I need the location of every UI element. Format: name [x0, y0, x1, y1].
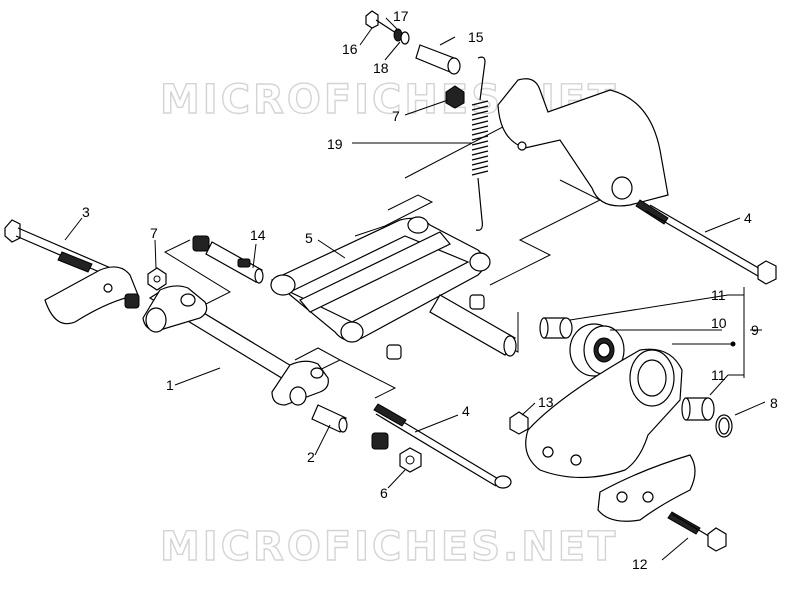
part-bolt-3 — [4, 219, 140, 325]
part-bushings-lower — [371, 344, 402, 450]
callout-18: 18 — [373, 60, 389, 76]
callout-6: 6 — [380, 485, 388, 501]
callout-10: 10 — [711, 315, 727, 331]
callout-11-top: 11 — [711, 287, 726, 303]
callout-4-lower: 4 — [462, 403, 470, 419]
callout-7-left: 7 — [150, 225, 158, 241]
part-spring-19 — [471, 56, 489, 231]
callout-17: 17 — [393, 8, 409, 24]
callout-12: 12 — [632, 556, 648, 572]
callout-2: 2 — [307, 449, 315, 465]
part-nut-13 — [509, 411, 529, 435]
part-lower-bracket — [525, 348, 683, 479]
part-upper-bracket — [497, 78, 669, 207]
callout-leaders — [64, 17, 766, 561]
callout-9: 9 — [751, 322, 759, 338]
callout-4-upper: 4 — [744, 210, 752, 226]
callout-19: 19 — [327, 136, 343, 152]
callout-16: 16 — [342, 41, 358, 57]
part-linkage-frame-5 — [270, 216, 517, 357]
callout-8: 8 — [770, 395, 778, 411]
part-long-bolt-upper — [635, 199, 777, 285]
part-long-bolt-lower — [373, 403, 512, 489]
callout-dot-9 — [672, 341, 736, 347]
callout-5: 5 — [305, 230, 313, 246]
part-pin-14 — [192, 235, 264, 284]
part-nut-6 — [399, 447, 422, 473]
part-fastener-group-top — [365, 10, 461, 75]
callout-3: 3 — [82, 204, 90, 220]
callout-1: 1 — [166, 377, 174, 393]
part-spacer-ring — [681, 397, 733, 438]
part-swing-arm-shaft — [142, 285, 329, 406]
part-nut-7-top — [445, 85, 465, 109]
part-bearing-assembly — [539, 317, 625, 377]
callout-15: 15 — [468, 29, 484, 45]
watermark-bottom: MICROFICHES.NET — [160, 524, 618, 570]
callout-7-top: 7 — [392, 108, 400, 124]
part-nut-7-left — [147, 267, 167, 291]
callout-14: 14 — [250, 227, 266, 243]
callout-13: 13 — [538, 394, 554, 410]
part-clamp-plate — [597, 454, 696, 522]
part-bolt-12 — [667, 511, 727, 552]
callout-11-bottom: 11 — [711, 367, 726, 383]
part-spacer-sleeve — [311, 404, 348, 433]
